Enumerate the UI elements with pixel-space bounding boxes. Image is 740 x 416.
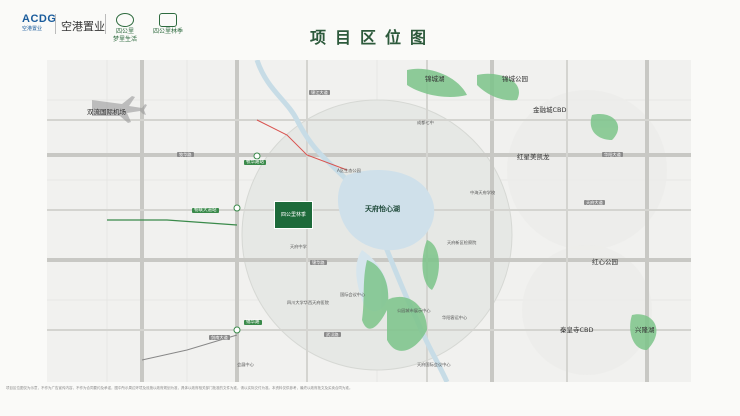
place-label: 公园城市展示中心 xyxy=(397,308,431,313)
lifestyle-badge: 四公里 梦里生活 xyxy=(113,13,137,44)
place-label: 红星美凯龙 xyxy=(517,153,550,161)
project-logo-text: 四公里林季 xyxy=(153,28,184,35)
acdg-logo: ACDG 空港置业 xyxy=(22,13,56,32)
map-canvas xyxy=(47,60,691,382)
disclaimer: 项目区位图仅为示意，不作为广告宣传内容，不作为合同要约及承诺，图中所示周边环境及… xyxy=(6,386,353,390)
place-label: 双流国际机场 xyxy=(87,108,126,116)
lake-name: 天府怡心湖 xyxy=(365,205,400,213)
airplane-icon xyxy=(92,96,147,123)
project-logo: 四公里林季 xyxy=(153,13,183,36)
project-marker[interactable]: 四公里林季 xyxy=(274,201,313,229)
park-central xyxy=(362,260,389,329)
station-muhua xyxy=(253,152,261,160)
park-xinglong xyxy=(630,314,657,350)
place-label: 锦城湖 xyxy=(425,75,445,83)
place-label: 锦城公园 xyxy=(502,75,528,83)
place-label: 天府国际会议中心 xyxy=(417,362,451,367)
place-label: 兴隆湖 xyxy=(635,326,655,334)
partner-name: 空港置业 xyxy=(61,20,105,33)
place-label: 天府新区检察院 xyxy=(447,240,477,245)
lake xyxy=(337,170,435,251)
place-label: 国际会议中心 xyxy=(340,292,366,297)
ring-icon xyxy=(116,13,134,27)
park-south xyxy=(387,296,427,351)
park-north xyxy=(477,73,519,101)
park-jincheng xyxy=(407,68,467,97)
place-label: A区生态公园 xyxy=(337,168,361,173)
brand-text: ACDG xyxy=(22,13,57,25)
station-jinhua xyxy=(233,326,241,334)
badge-line2: 梦里生活 xyxy=(113,36,138,43)
place-label: 华阳客运中心 xyxy=(442,315,468,320)
road-label: 天府大道 xyxy=(584,200,605,205)
road-label: 华阳大道 xyxy=(602,152,623,157)
place-label: 秦皇寺CBD xyxy=(560,326,594,334)
badge-line1: 四公里 xyxy=(116,28,135,35)
coverage-circle-se xyxy=(522,245,652,375)
metro-line-green xyxy=(107,219,238,226)
place-label: 四川大学华西天府医院 xyxy=(287,300,329,305)
place-label: 会展中心 xyxy=(237,362,254,367)
header: ACDG 空港置业 空港置业 四公里 梦里生活 四公里林季 项目区位图 xyxy=(0,0,740,52)
road-label: 锦江大道 xyxy=(309,90,330,95)
place-label: 中海天府学校 xyxy=(470,190,496,195)
place-label: 成都七中 xyxy=(417,120,434,125)
location-map[interactable]: 牧华路 华阳大道 锦江大道 天府大道 锦华路 武汉路 剑南大道 牧华路站 物联大… xyxy=(47,60,691,382)
place-label: 天府中学 xyxy=(290,244,307,249)
coverage-circle-ne xyxy=(507,90,667,250)
road-label: 剑南大道 xyxy=(209,335,230,340)
road-label: 锦华路 xyxy=(310,260,327,265)
page-title: 项目区位图 xyxy=(310,28,436,47)
park-ne xyxy=(590,114,619,140)
separator xyxy=(55,14,56,34)
separator xyxy=(105,14,106,34)
station-label: 锦华路 xyxy=(244,320,262,325)
road-label: 牧华路 xyxy=(177,152,194,157)
metro-line-gray xyxy=(141,334,238,361)
park-lake-east xyxy=(422,240,439,290)
road-label: 武汉路 xyxy=(324,332,341,337)
place-label: 金融城CBD xyxy=(533,106,567,114)
brand-sub-small: 空港置业 xyxy=(22,26,43,32)
metro-line-red xyxy=(256,119,348,171)
leaf-icon xyxy=(159,13,177,27)
place-label: 红心公园 xyxy=(592,258,618,266)
station-wulian xyxy=(233,204,241,212)
station-label: 物联大道站 xyxy=(192,208,219,213)
station-label: 牧华路站 xyxy=(244,160,266,165)
